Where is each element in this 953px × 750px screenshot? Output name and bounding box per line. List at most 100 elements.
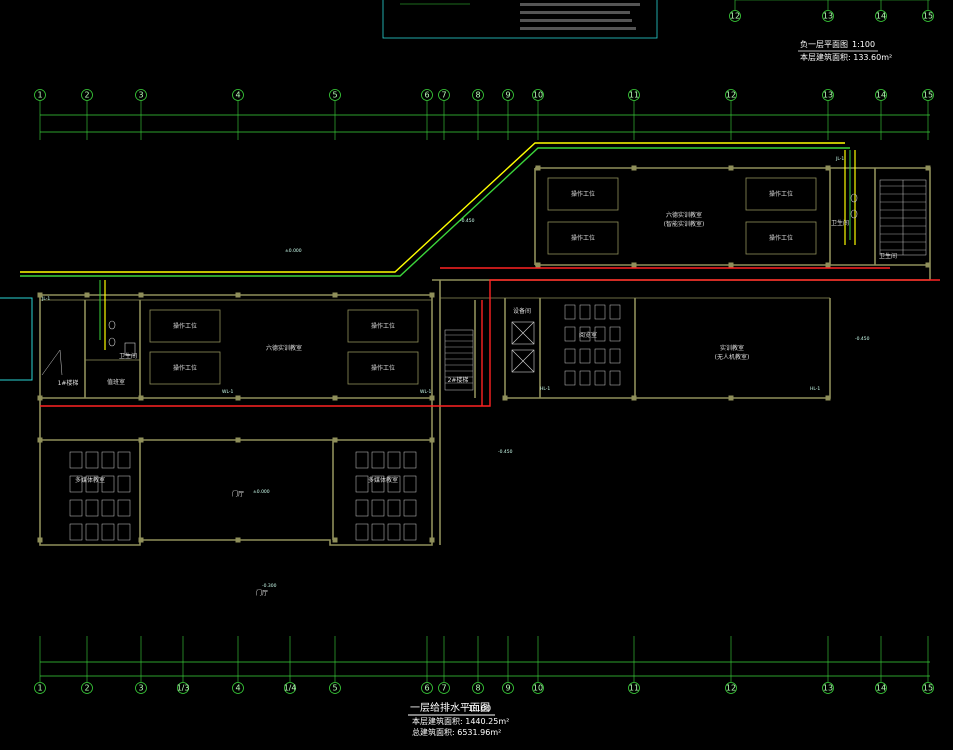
desk <box>355 499 369 517</box>
desk <box>355 451 369 469</box>
svg-text:15: 15 <box>923 12 933 21</box>
column-7 <box>138 395 144 401</box>
room-training-east-sub: (无人机教室) <box>715 353 750 361</box>
desk <box>85 451 99 469</box>
svg-text:7: 7 <box>441 684 446 693</box>
svg-text:13: 13 <box>823 91 833 100</box>
column-1 <box>84 292 90 298</box>
desk <box>579 326 591 342</box>
axis-bottom-12: 11 <box>628 682 640 694</box>
left-legend-frame <box>0 297 33 381</box>
column-25 <box>925 165 931 171</box>
ws-4: 操作工位 <box>371 364 395 372</box>
desk <box>594 370 606 386</box>
column-12 <box>138 437 144 443</box>
column-20 <box>429 537 435 543</box>
axis-top-3: 3 <box>135 89 147 101</box>
desk <box>371 451 385 469</box>
axis-top-1: 1 <box>34 89 46 101</box>
stairs <box>41 179 927 391</box>
room-labels: 六德实训教室 六德实训教室 (智能实训教室) 操作工位 操作工位 操作工位 操作… <box>58 190 897 597</box>
svg-text:1: 1 <box>37 91 42 100</box>
elev-tag-2: -0.450 <box>460 218 475 224</box>
desk <box>85 499 99 517</box>
svg-text:13: 13 <box>823 12 833 21</box>
elev-tag-4: ±0.000 <box>253 489 270 495</box>
svg-text:7: 7 <box>441 91 446 100</box>
pipe-tag-1: JL-1 <box>41 296 50 302</box>
pipe-tag-6: HL-1 <box>540 386 550 392</box>
top-dimension-lines <box>40 114 930 133</box>
ws-1: 操作工位 <box>173 322 197 330</box>
desk <box>594 326 606 342</box>
svg-text:13: 13 <box>823 684 833 693</box>
svg-text:6: 6 <box>424 684 429 693</box>
vertical-risers <box>104 150 856 350</box>
desk <box>609 370 621 386</box>
column-10 <box>429 395 435 401</box>
column-8 <box>235 395 241 401</box>
desk <box>85 475 99 493</box>
column-13 <box>235 437 241 443</box>
main-title-name: 一层给排水平面图 <box>410 701 490 714</box>
classroom-desks <box>69 304 621 541</box>
desk <box>69 475 83 493</box>
desk <box>564 348 576 364</box>
svg-text:2: 2 <box>84 91 89 100</box>
axis-top-15: 15 <box>922 89 934 101</box>
desk <box>355 475 369 493</box>
elev-tag-6: -0.450 <box>498 449 513 455</box>
axis-top-4: 4 <box>232 89 244 101</box>
svg-text:2: 2 <box>84 684 89 693</box>
notes-box <box>382 0 658 39</box>
axis-top-6: 6 <box>421 89 433 101</box>
main-title-area-this: 本层建筑面积: 1440.25m² <box>412 716 509 726</box>
desk <box>609 348 621 364</box>
desk <box>387 475 401 493</box>
desk <box>117 451 131 469</box>
basement-title-scale: 1:100 <box>852 40 875 49</box>
column-9 <box>332 395 338 401</box>
axis-top-2: 2 <box>81 89 93 101</box>
svg-text:11: 11 <box>629 684 639 693</box>
desk <box>101 451 115 469</box>
axis-bottom-8: 7 <box>438 682 450 694</box>
axis-top-12: 12 <box>725 89 737 101</box>
axis-top-7: 7 <box>438 89 450 101</box>
axis-upper-13: 13 <box>822 10 834 22</box>
sewer-pipes <box>40 267 940 407</box>
desk <box>403 475 417 493</box>
desk <box>564 370 576 386</box>
desk <box>403 523 417 541</box>
axis-upper-15: 15 <box>922 10 934 22</box>
column-4 <box>332 292 338 298</box>
room-equip: 设备间 <box>513 307 531 315</box>
column-6 <box>37 395 43 401</box>
axis-bottom-11: 10 <box>532 682 544 694</box>
column-15 <box>429 437 435 443</box>
room-six-area-west: 六德实训教室 <box>266 344 302 352</box>
stair-treads <box>445 185 926 384</box>
basement-title-area: 本层建筑面积: 133.60m² <box>800 52 892 62</box>
axis-bottom-10: 9 <box>502 682 514 694</box>
desk <box>101 475 115 493</box>
desk <box>564 326 576 342</box>
svg-text:15: 15 <box>923 684 933 693</box>
desk <box>609 326 621 342</box>
room-duty: 值班室 <box>107 378 125 386</box>
desk <box>371 475 385 493</box>
water-supply-pipes <box>20 142 850 277</box>
column-3 <box>235 292 241 298</box>
column-5 <box>429 292 435 298</box>
desk <box>85 523 99 541</box>
svg-text:3: 3 <box>138 91 143 100</box>
ws-5: 操作工位 <box>571 190 595 198</box>
axis-bottom-16: 15 <box>922 682 934 694</box>
room-toilet-east-2: 卫生间 <box>879 252 897 260</box>
desk <box>117 523 131 541</box>
ws-6: 操作工位 <box>571 234 595 242</box>
pipe-tags: ±0.000 -0.450 -0.450 ±0.000 -0.300 -0.45… <box>41 156 870 589</box>
